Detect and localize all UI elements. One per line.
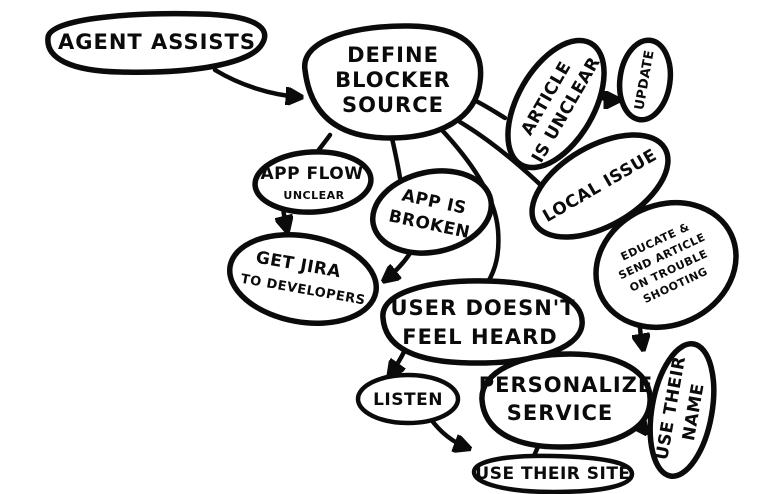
node-get-jira: GET JIRA TO DEVELOPERS	[226, 231, 380, 327]
node-personalize-line1: PERSONALIZE	[479, 373, 653, 397]
node-app-is-broken: APP IS BROKEN	[369, 168, 495, 256]
node-usesite-label: USE THEIR SITE	[475, 464, 630, 484]
edge-agent-to-define	[212, 67, 300, 97]
edge-userheard-to-listen	[390, 347, 408, 375]
node-personalize-line2: SERVICE	[507, 401, 613, 425]
node-listen: LISTEN	[355, 372, 461, 426]
node-listen-label: LISTEN	[373, 390, 443, 410]
node-define-blocker-source: DEFINE BLOCKER SOURCE	[302, 23, 484, 141]
node-agent-assists: AGENT ASSISTS	[45, 10, 268, 75]
node-appflow-line1: APP FLOW	[260, 164, 363, 184]
edge-define-to-userheard	[437, 125, 501, 285]
node-agent-assists-label: AGENT ASSISTS	[58, 30, 256, 54]
node-app-flow-unclear: APP FLOW UNCLEAR	[252, 149, 374, 215]
edge-define-to-appbroken	[389, 135, 403, 181]
node-userheard-line1: USER DOESN'T	[390, 296, 575, 320]
node-use-their-site: USE THEIR SITE	[471, 453, 635, 494]
node-userheard-line2: FEEL HEARD	[402, 325, 558, 349]
node-define-line2: BLOCKER	[335, 68, 451, 92]
node-update: UPDATE	[616, 37, 674, 123]
node-appflow-line2: UNCLEAR	[283, 189, 344, 202]
node-define-line3: SOURCE	[342, 93, 444, 117]
node-personalize: PERSONALIZE SERVICE	[479, 351, 653, 450]
node-use-their-name: USE THEIR NAME	[647, 341, 717, 479]
node-educate: EDUCATE & SEND ARTICLE ON TROUBLE SHOOTI…	[593, 199, 739, 331]
edge-define-to-local	[457, 119, 551, 195]
node-define-line1: DEFINE	[347, 43, 439, 67]
edge-listen-to-usesite	[427, 415, 468, 448]
node-user-not-heard: USER DOESN'T FEEL HEARD	[380, 278, 585, 366]
